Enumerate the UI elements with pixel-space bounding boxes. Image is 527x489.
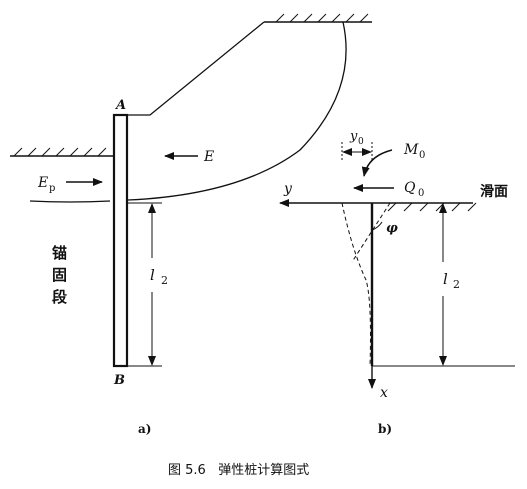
pile-a xyxy=(112,113,129,368)
length-l2-subscript-b: 2 xyxy=(453,278,460,291)
moment-subscript: 0 xyxy=(419,150,425,161)
slide-hatching xyxy=(387,202,477,212)
moment-label: M xyxy=(403,142,419,158)
y0-label: y xyxy=(349,129,358,144)
figure-a: A B E E p l 2 锚 固 段 a) xyxy=(10,13,372,436)
figure-b: y 滑面 x φ y 0 M 0 Q xyxy=(279,129,515,436)
slip-surface-left xyxy=(29,200,111,203)
anchor-char-2: 固 xyxy=(52,266,67,284)
rotation-line xyxy=(351,202,391,263)
y-axis-label: y xyxy=(283,181,293,197)
slip-surface-curve xyxy=(127,21,347,201)
x-axis-label: x xyxy=(380,385,388,401)
angle-arc xyxy=(371,221,383,231)
sublabel-a: a) xyxy=(138,422,151,436)
length-l2-label-a: l xyxy=(150,266,155,284)
anchor-char-3: 段 xyxy=(52,288,67,306)
length-l2-subscript-a: 2 xyxy=(161,274,168,287)
shear-label: Q xyxy=(404,180,416,196)
length-l2-label-b: l xyxy=(443,270,448,288)
point-b-label: B xyxy=(113,373,125,388)
slide-surface-label: 滑面 xyxy=(480,183,508,200)
y0-subscript: 0 xyxy=(358,137,364,147)
point-a-label: A xyxy=(114,98,126,113)
force-ep-subscript: p xyxy=(49,183,55,194)
shear-subscript: 0 xyxy=(418,188,424,199)
top-ground xyxy=(264,13,372,23)
deflection-curve xyxy=(341,202,371,367)
angle-phi-label: φ xyxy=(386,221,398,236)
figure-caption: 图 5.6 弹性桩计算图式 xyxy=(168,463,309,478)
slope-line xyxy=(127,21,265,116)
anchor-char-1: 锚 xyxy=(52,244,67,262)
force-ep-label: E xyxy=(37,175,48,191)
left-ground xyxy=(10,147,114,157)
moment-arrow xyxy=(361,149,393,177)
force-e-label: E xyxy=(203,149,214,165)
sublabel-b: b) xyxy=(378,422,392,436)
